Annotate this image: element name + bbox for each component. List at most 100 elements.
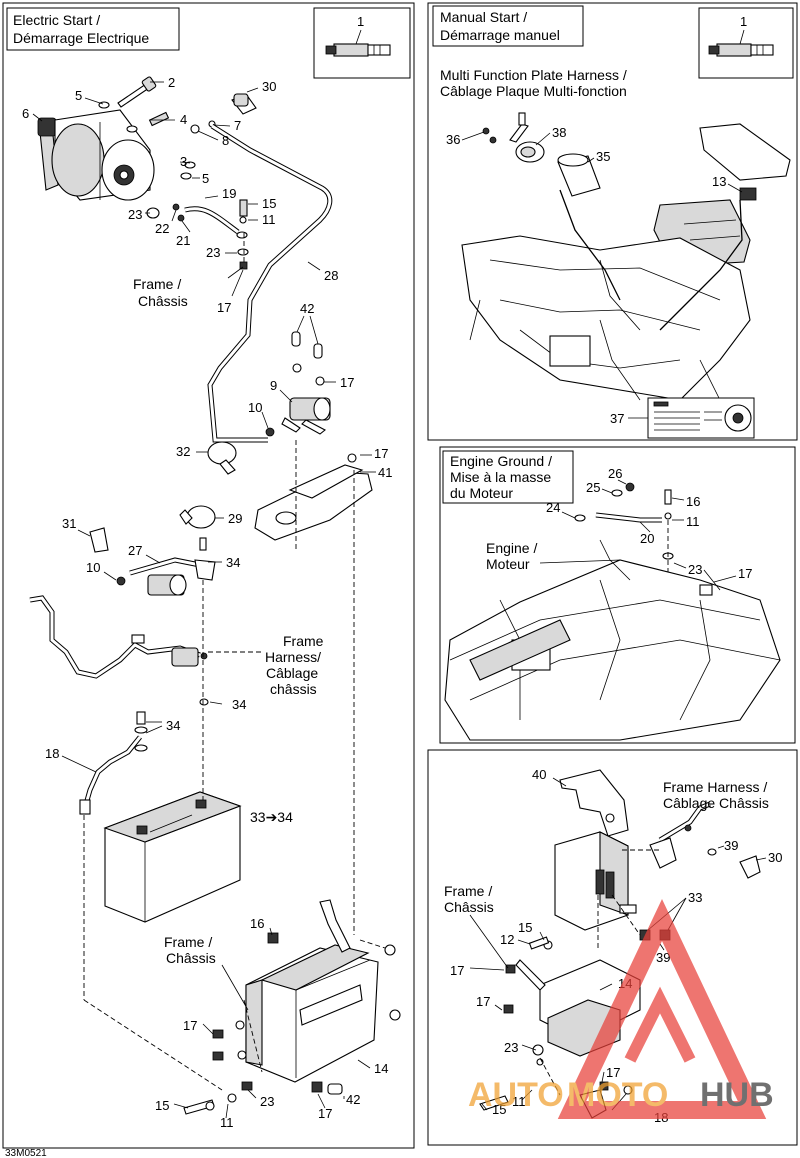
- callout-number: 21: [176, 233, 190, 248]
- callout-number: 17: [476, 994, 490, 1009]
- cap-31: [89, 527, 109, 553]
- callout-number: 12: [500, 932, 514, 947]
- starter-motor: [37, 109, 155, 201]
- callout-number: 23: [128, 207, 142, 222]
- multi-plate-label-en: Multi Function Plate Harness /: [440, 67, 627, 83]
- diagram-label: Harness/: [265, 649, 321, 665]
- battery-cable-18: [79, 711, 148, 815]
- diagram-label: Engine /: [486, 540, 537, 556]
- callout-number: 8: [222, 133, 229, 148]
- callout-number: 32: [176, 444, 190, 459]
- callout-number: 3: [180, 154, 187, 169]
- multi-plate-label-fr: Câblage Plaque Multi-fonction: [440, 83, 627, 99]
- callout-number: 25: [586, 480, 600, 495]
- callout-number: 11: [512, 1094, 526, 1109]
- inset-box-left: 1: [313, 7, 411, 79]
- callout-number: 14: [374, 1061, 388, 1076]
- cap-29: [179, 505, 216, 529]
- callout-number: 31: [62, 516, 76, 531]
- callout-number: 17: [450, 963, 464, 978]
- engine-frame-assembly: [444, 539, 781, 741]
- callout-number: 15: [518, 920, 532, 935]
- manual-start-panel-border: [427, 2, 798, 441]
- callout-number: 17: [374, 446, 388, 461]
- callout-number: 38: [552, 125, 566, 140]
- engine-ground-title-fr1: Mise à la masse: [450, 469, 551, 485]
- callout-number: 9: [270, 378, 277, 393]
- diagram-label: Câblage: [266, 665, 318, 681]
- manual-start-callouts: 36 38 35 13 37: [446, 125, 743, 426]
- diagram-label: Moteur: [486, 556, 530, 572]
- manual-start-title-en: Manual Start /: [440, 9, 527, 25]
- inset-box-right: 1: [698, 7, 794, 79]
- callout-number: 15: [262, 196, 276, 211]
- figure-code: 33M0521: [5, 1148, 47, 1158]
- callout-number: 35: [596, 149, 610, 164]
- callout-number: 23: [206, 245, 220, 260]
- engine-ground-parts: [574, 482, 674, 598]
- callout-number: 10: [86, 560, 100, 575]
- callout-number: 39: [656, 950, 670, 965]
- callout-number: 28: [324, 268, 338, 283]
- multi-plate-parts: [482, 112, 601, 197]
- manual-battery-callouts: 40 Frame Harness / Câblage Châssis 39 30…: [444, 767, 782, 1125]
- watermark-moto: MOTO: [567, 1076, 668, 1114]
- assembly-lines-right: [539, 849, 660, 1096]
- callout-number: 15: [492, 1102, 506, 1117]
- connector-30: [231, 93, 257, 115]
- battery-left: [103, 791, 242, 923]
- callout-number: 5: [202, 171, 209, 186]
- battery-tray-14: [183, 899, 401, 1115]
- callout-number: 19: [222, 186, 236, 201]
- callout-number: 39: [724, 838, 738, 853]
- inset-ref-left: 1: [357, 14, 364, 29]
- diagram-label: Châssis: [444, 899, 494, 915]
- diagram-label: Frame /: [164, 934, 212, 950]
- electric-start-panel-border: [2, 2, 415, 1149]
- callout-number: 24: [546, 500, 560, 515]
- callout-number: 17: [183, 1018, 197, 1033]
- callout-number: 23: [504, 1040, 518, 1055]
- diagram-label: Câblage Châssis: [663, 795, 769, 811]
- callout-number: 30: [768, 850, 782, 865]
- diagram-label: Châssis: [166, 950, 216, 966]
- bolt-2: [117, 76, 157, 108]
- starter-fasteners: [98, 101, 249, 270]
- callout-number: 5: [75, 88, 82, 103]
- callout-number: 17: [217, 300, 231, 315]
- callout-number: 20: [640, 531, 654, 546]
- diagram-label: Frame: [283, 633, 324, 649]
- diagram-label: Châssis: [138, 293, 188, 309]
- callout-number: 34: [166, 718, 180, 733]
- callout-number: 41: [378, 465, 392, 480]
- callout-number: 11: [220, 1115, 234, 1130]
- battery-right: [554, 831, 629, 931]
- callout-number: 11: [262, 212, 276, 227]
- manual-start-title-fr: Démarrage manuel: [440, 27, 560, 43]
- engine-assembly-top: [461, 189, 751, 401]
- callout-number: 27: [128, 543, 142, 558]
- engine-ground-title-box: [442, 450, 574, 504]
- automotohub-watermark: AUTO MOTO HUB: [468, 898, 774, 1119]
- callout-number: 2: [168, 75, 175, 90]
- callout-number: 17: [606, 1065, 620, 1080]
- callout-number: 42: [300, 301, 314, 316]
- callout-number: 6: [22, 106, 29, 121]
- callout-number: 30: [262, 79, 276, 94]
- callout-number: 23: [260, 1094, 274, 1109]
- cap-32: [207, 441, 237, 475]
- diagram-label: Frame /: [133, 276, 181, 292]
- harness-relay: [131, 634, 209, 706]
- electric-start-title-en: Electric Start /: [13, 12, 100, 28]
- callout-number: 34: [226, 555, 240, 570]
- diagram-label: Frame Harness /: [663, 779, 767, 795]
- callout-number: 17: [340, 375, 354, 390]
- assembly-lines-left: [83, 233, 386, 1091]
- callout-number: 29: [228, 511, 242, 526]
- electric-start-title-fr: Démarrage Electrique: [13, 30, 149, 46]
- electric-start-title-box: [6, 7, 180, 51]
- solenoid-9: [265, 331, 331, 437]
- callout-number: 18: [45, 746, 59, 761]
- callout-number: 42: [346, 1092, 360, 1107]
